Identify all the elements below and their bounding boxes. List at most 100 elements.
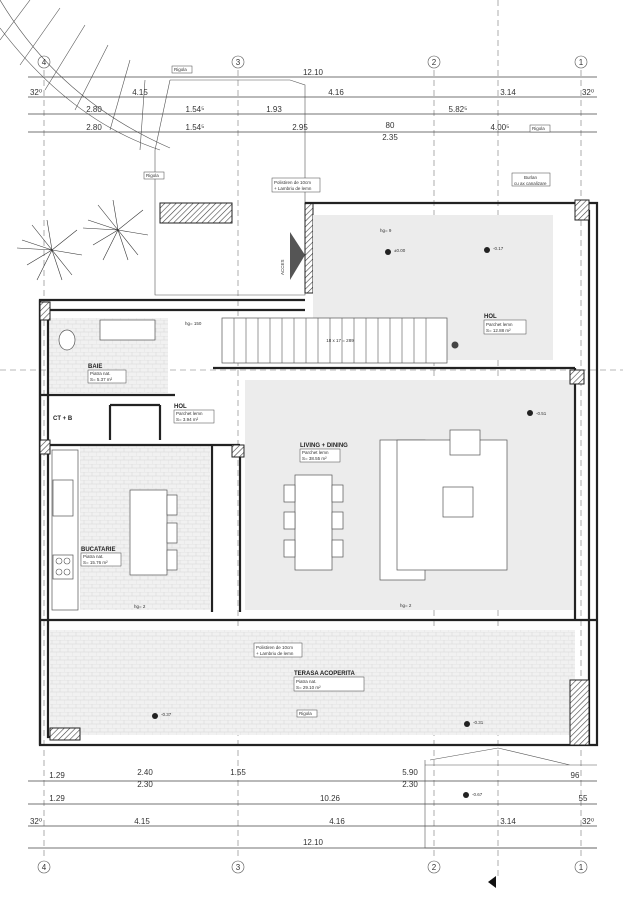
svg-text:4.16: 4.16	[329, 817, 345, 826]
svg-text:Piatra nat.: Piatra nat.	[296, 679, 317, 684]
svg-text:ACCES: ACCES	[280, 259, 285, 275]
svg-text:BUCATARIE: BUCATARIE	[81, 547, 115, 553]
note-polistiren-bottom: Polistiren de 10cm + Lambriu de lemn	[253, 642, 303, 658]
svg-text:1.29: 1.29	[49, 771, 65, 780]
svg-text:4.15: 4.15	[134, 817, 150, 826]
axis-markers-bottom: 4 3 2 1	[37, 860, 588, 874]
access-arrow: ACCES	[280, 232, 305, 280]
svg-text:Polistiren de 10cm: Polistiren de 10cm	[274, 180, 311, 185]
svg-text:96: 96	[571, 771, 580, 780]
svg-text:10.26: 10.26	[320, 794, 341, 803]
svg-text:12.10: 12.10	[303, 838, 324, 847]
svg-text:S= 29.10 m²: S= 29.10 m²	[296, 685, 321, 690]
svg-text:1: 1	[579, 58, 584, 67]
level-marks: ±0.00 -0.17 -0.51 -0.37 -0.31 -0.67	[152, 246, 547, 798]
hg-label: hg= 2	[400, 603, 412, 608]
dining-table	[283, 474, 344, 571]
svg-text:+ Lambriu de lemn: + Lambriu de lemn	[256, 651, 294, 656]
svg-text:S= 38.55 m²: S= 38.55 m²	[302, 456, 327, 461]
svg-text:Parchet lemn: Parchet lemn	[176, 411, 203, 416]
svg-text:2: 2	[432, 863, 437, 872]
axis-markers-top: 4 3 2 1	[37, 55, 588, 69]
sofa	[379, 429, 508, 581]
room-label-bucatarie: BUCATARIE Piatra nat. S= 15.76 m²	[80, 547, 122, 567]
room-label-hol: HOL Parchet lemn S= 3.94 m²	[173, 404, 215, 424]
svg-text:18 x 17 = 289: 18 x 17 = 289	[326, 338, 354, 343]
room-label-living: LIVING + DINING Parchet lemn S= 38.55 m²	[299, 443, 348, 463]
plant-icon	[16, 199, 149, 281]
svg-text:12.10: 12.10	[303, 68, 324, 77]
svg-text:Polistiren de 10cm: Polistiren de 10cm	[256, 645, 293, 650]
svg-text:1.54⁵: 1.54⁵	[186, 123, 205, 132]
svg-text:Rigola: Rigola	[532, 126, 545, 131]
svg-text:HOL: HOL	[484, 314, 497, 320]
svg-text:4.15: 4.15	[132, 88, 148, 97]
note-burlan: Burlan cu ax canalizare	[511, 172, 551, 187]
svg-text:32⁰: 32⁰	[582, 88, 594, 97]
svg-text:S= 12.88 m²: S= 12.88 m²	[486, 328, 511, 333]
svg-text:±0.00: ±0.00	[394, 248, 406, 253]
svg-text:2: 2	[432, 58, 437, 67]
svg-text:cu ax canalizare: cu ax canalizare	[514, 181, 547, 186]
svg-text:-0.51: -0.51	[536, 411, 547, 416]
svg-text:Burlan: Burlan	[524, 175, 538, 180]
svg-text:80: 80	[386, 121, 395, 130]
svg-text:+ Lambriu de lemn: + Lambriu de lemn	[274, 186, 312, 191]
svg-text:Piatra nat.: Piatra nat.	[83, 554, 104, 559]
svg-text:3: 3	[236, 863, 241, 872]
svg-text:2.35: 2.35	[382, 133, 398, 142]
svg-text:32⁰: 32⁰	[30, 817, 42, 826]
svg-text:3.14: 3.14	[500, 817, 516, 826]
svg-text:-0.31: -0.31	[473, 720, 484, 725]
svg-text:2.30: 2.30	[402, 780, 418, 789]
svg-text:2.40: 2.40	[137, 768, 153, 777]
svg-text:32⁰: 32⁰	[582, 817, 594, 826]
walls	[38, 199, 599, 747]
room-label-hol-upper: HOL Parchet lemn S= 12.88 m²	[483, 314, 527, 335]
svg-text:BAIE: BAIE	[88, 364, 102, 370]
svg-text:Rigola: Rigola	[174, 67, 187, 72]
svg-text:4.16: 4.16	[328, 88, 344, 97]
svg-text:-0.67: -0.67	[472, 792, 483, 797]
note-polistiren-top: Polistiren de 10cm + Lambriu de lemn	[271, 177, 321, 193]
svg-text:Rigola: Rigola	[146, 173, 159, 178]
note-rigola-left: Rigola	[143, 171, 165, 180]
svg-text:Rigola: Rigola	[299, 711, 312, 716]
svg-text:TERASA ACOPERITA: TERASA ACOPERITA	[294, 671, 355, 677]
svg-text:5.82⁵: 5.82⁵	[449, 105, 468, 114]
svg-text:32⁰: 32⁰	[30, 88, 42, 97]
svg-text:4.00⁵: 4.00⁵	[491, 123, 510, 132]
svg-text:4: 4	[42, 863, 47, 872]
svg-text:55: 55	[579, 794, 588, 803]
entry-porch	[154, 79, 314, 296]
svg-text:1.93: 1.93	[266, 105, 282, 114]
svg-text:1.55: 1.55	[230, 768, 246, 777]
ct-label: CT + B	[53, 416, 73, 422]
room-label-baie: BAIE Piatra nat. S= 5.37 m²	[87, 364, 127, 384]
room-label-terasa: TERASA ACOPERITA Piatra nat. S= 29.10 m²	[293, 671, 365, 692]
note-rigola-top: Rigola	[171, 65, 193, 74]
interior-stair: 18 x 17 = 289	[221, 317, 459, 364]
svg-text:Parchet lemn: Parchet lemn	[486, 322, 513, 327]
curved-stair	[0, 0, 171, 151]
svg-text:1: 1	[579, 863, 584, 872]
note-rigola-right: Rigola	[529, 124, 551, 133]
svg-text:2.80: 2.80	[86, 123, 102, 132]
svg-text:5.90: 5.90	[402, 768, 418, 777]
svg-text:3.14: 3.14	[500, 88, 516, 97]
svg-text:3: 3	[236, 58, 241, 67]
svg-text:-0.17: -0.17	[493, 246, 504, 251]
dimensions-top: 12.10 32⁰ 4.15 4.16 3.14 32⁰ 2.80 1.54⁵ …	[28, 68, 597, 142]
hg-label: hg= 2	[134, 604, 146, 609]
svg-text:1.29: 1.29	[49, 794, 65, 803]
hg-label: hg= 150	[185, 321, 202, 326]
svg-text:LIVING + DINING: LIVING + DINING	[300, 443, 348, 449]
svg-text:4: 4	[42, 58, 47, 67]
kitchen-island	[51, 449, 178, 611]
svg-text:2.30: 2.30	[137, 780, 153, 789]
hg-label: hg= 9	[380, 228, 392, 233]
svg-text:S= 3.94 m²: S= 3.94 m²	[176, 417, 199, 422]
note-rigola-terrace: Rigola	[296, 709, 318, 718]
svg-text:2.95: 2.95	[292, 123, 308, 132]
